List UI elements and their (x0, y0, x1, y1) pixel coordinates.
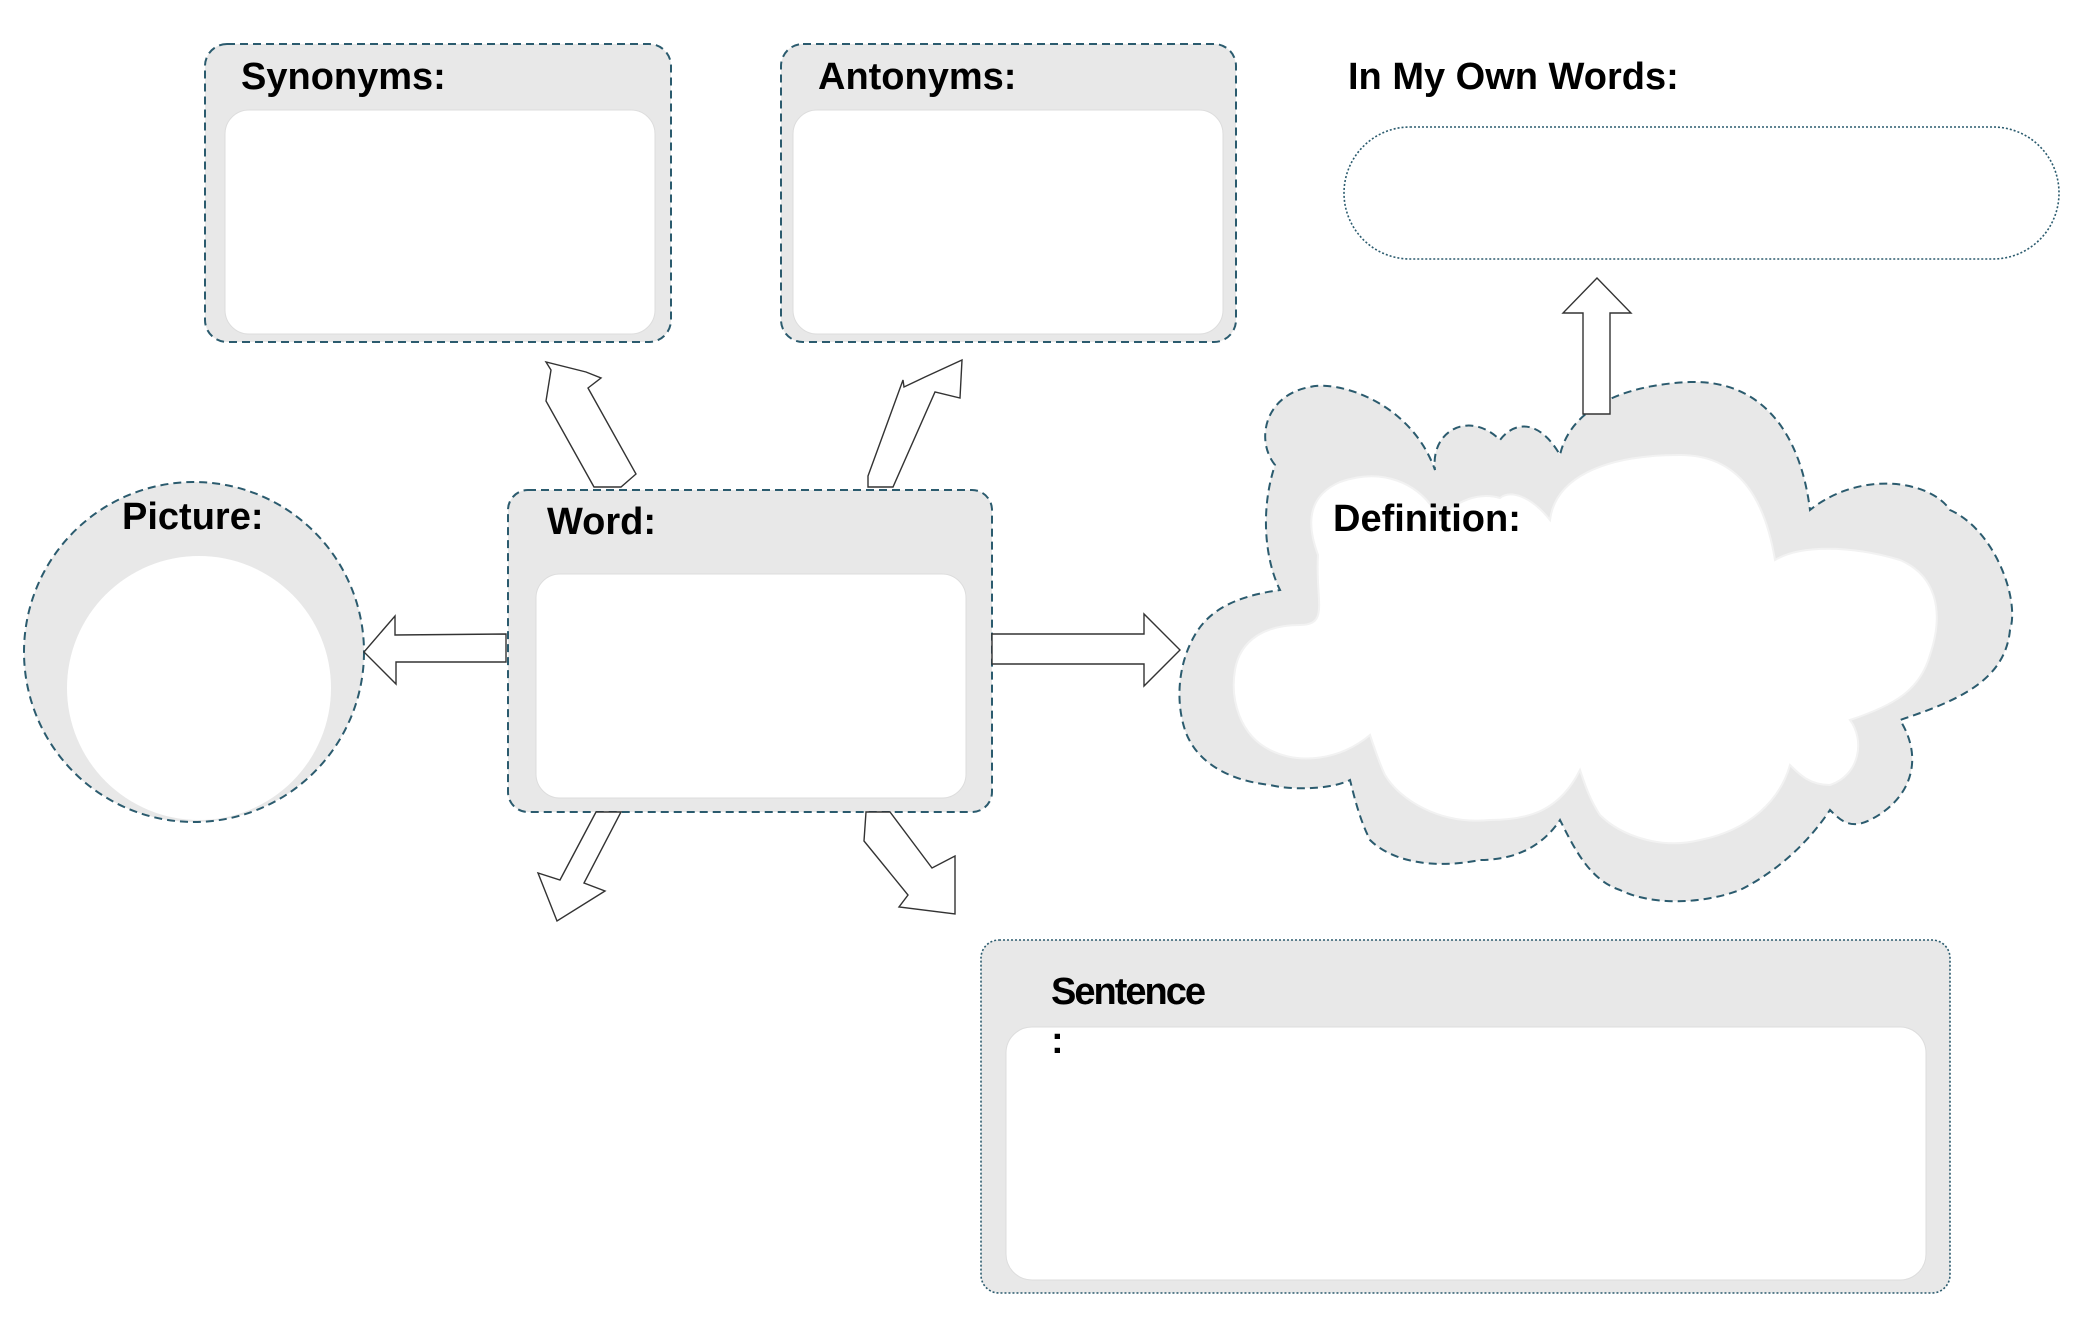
word-input-area[interactable] (535, 573, 967, 799)
definition-label: Definition: (1333, 498, 1521, 540)
arrow-to-definition (991, 612, 1181, 688)
word-box (507, 489, 993, 813)
picture-circle (23, 481, 365, 823)
own-words-label: In My Own Words: (1348, 56, 1679, 98)
synonyms-box (204, 43, 672, 343)
arrow-bottom-left (536, 811, 623, 923)
definition-input-area[interactable] (1232, 453, 1938, 845)
sentence-label: Sentence (1051, 971, 1206, 1013)
arrow-to-antonyms (867, 358, 963, 488)
sentence-input-area[interactable] (1005, 1026, 1927, 1281)
sentence-label-colon: : (1051, 1020, 1064, 1062)
arrow-to-picture (363, 614, 507, 686)
synonyms-label: Synonyms: (241, 56, 446, 98)
antonyms-label: Antonyms: (818, 56, 1017, 98)
arrow-to-synonyms (544, 360, 637, 488)
antonyms-box (780, 43, 1237, 343)
synonyms-input-area[interactable] (224, 109, 656, 335)
definition-cloud (1178, 380, 2014, 903)
arrow-to-own-words (1561, 276, 1633, 415)
picture-input-area[interactable] (67, 556, 331, 820)
picture-label: Picture: (122, 496, 264, 538)
own-words-input-area[interactable] (1343, 126, 2060, 260)
word-label: Word: (547, 501, 657, 543)
antonyms-input-area[interactable] (792, 109, 1224, 335)
arrow-bottom-right (863, 811, 956, 915)
sentence-box (980, 939, 1951, 1294)
